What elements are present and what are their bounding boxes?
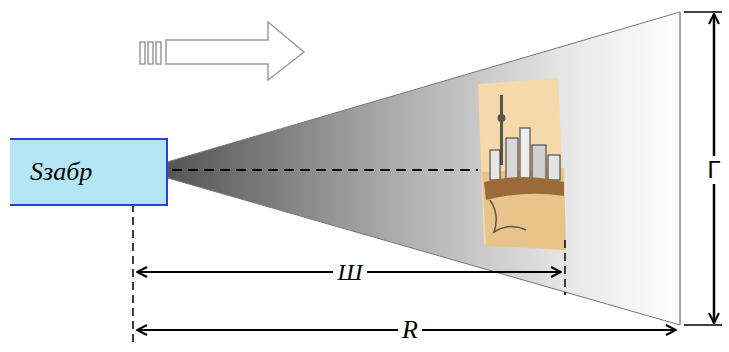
box-label: Sзабр [30,157,166,187]
cone-edge [140,12,680,170]
city-picture [478,78,566,250]
tick-line [684,324,722,326]
cone-base [679,12,681,325]
dimension-label: Ш [333,259,366,286]
cone-edge [140,170,680,325]
tick-line [684,11,722,13]
direction-arrow [140,22,304,80]
source-box: Sзабр [10,138,168,206]
dimension-label: Г [704,156,725,184]
extension-line [564,240,566,295]
view-cone [140,12,680,325]
axis-line [140,169,478,171]
dimension-label: R [398,315,422,345]
